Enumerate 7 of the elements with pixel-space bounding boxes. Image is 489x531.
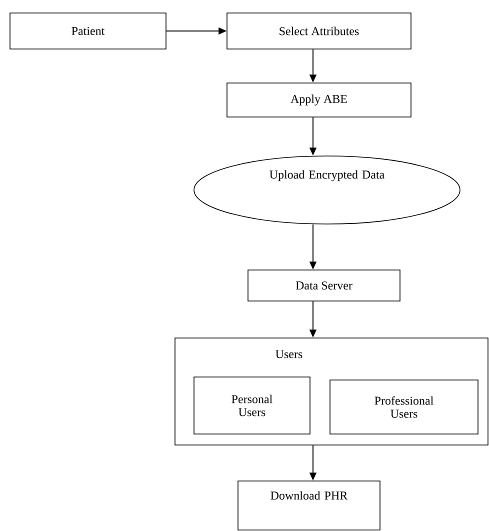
process-box: Download PHR <box>238 480 380 530</box>
process-box: Personal Users <box>194 376 310 434</box>
process-box: Apply ABE <box>226 82 412 118</box>
process-box: Patient <box>10 12 166 50</box>
process-box: Select Attributes <box>226 12 412 50</box>
process-box: Data Server <box>248 270 400 302</box>
process-box: Professional Users <box>330 380 478 434</box>
